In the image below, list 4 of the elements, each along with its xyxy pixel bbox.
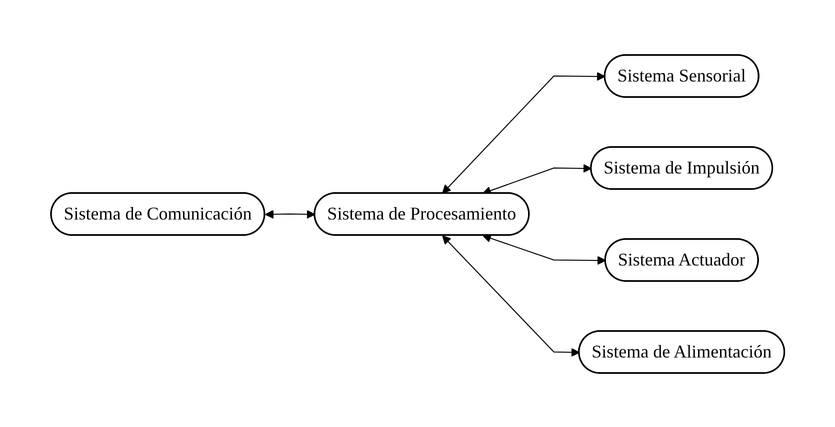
arrow	[482, 234, 606, 264]
arrow	[264, 209, 316, 218]
arrow	[442, 234, 580, 356]
arrow	[442, 72, 606, 194]
